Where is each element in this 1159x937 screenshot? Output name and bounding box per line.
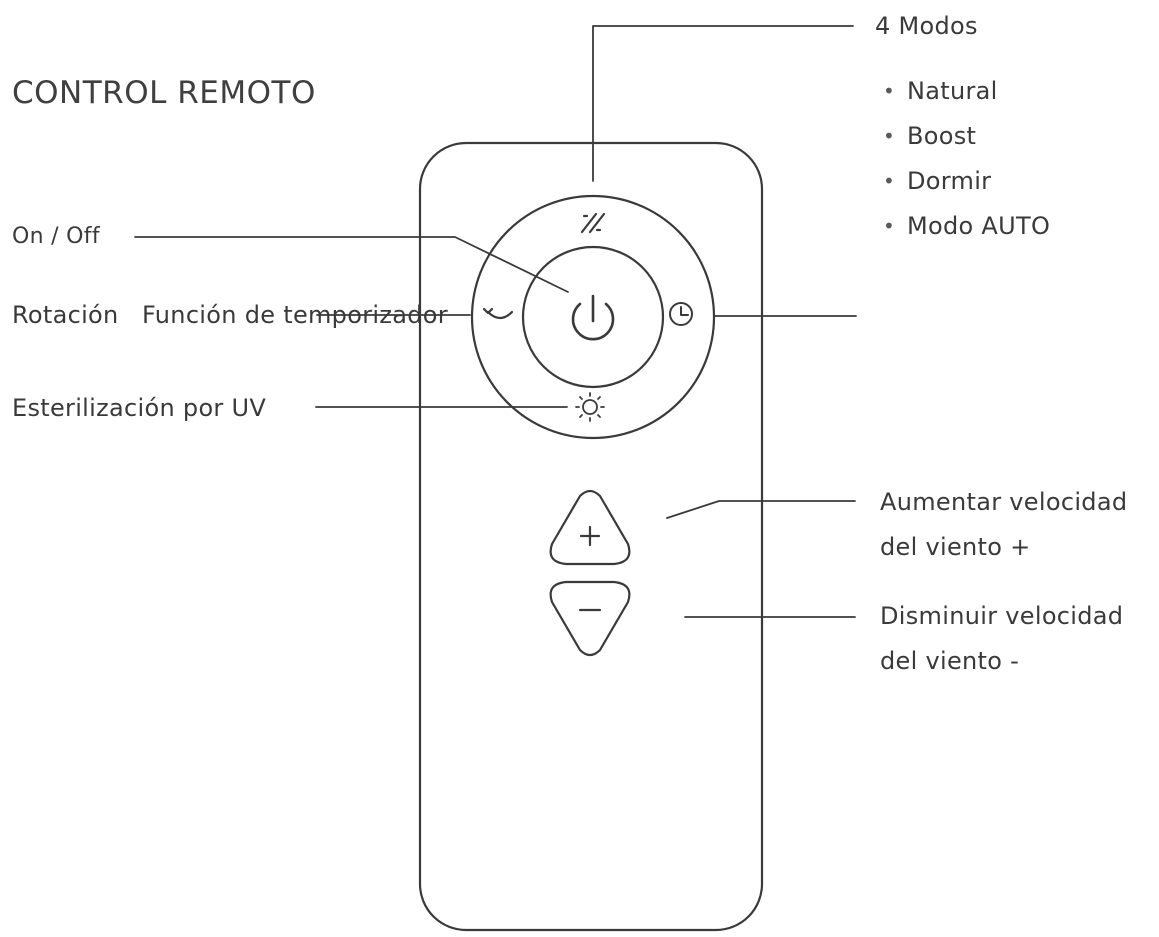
speed-up-button[interactable] <box>549 489 631 566</box>
on-off-label: On / Off <box>12 224 100 249</box>
speed-up-label-line2: del viento + <box>880 533 1031 561</box>
remote-body <box>418 141 764 932</box>
speed-down-label-line2: del viento - <box>880 647 1020 675</box>
uv-sun-icon[interactable] <box>575 392 605 422</box>
speed-down-label-line1: Disminuir velocidad <box>880 602 1124 630</box>
modes-heading: 4 Modos <box>875 12 978 40</box>
power-button[interactable] <box>521 245 665 389</box>
speed-down-button[interactable] <box>549 580 631 657</box>
timer-label: Función de temporizador <box>142 301 448 329</box>
outer-control-ring <box>470 194 716 440</box>
modes-list: Natural Boost Dormir Modo AUTO <box>883 76 1050 256</box>
mode-item: Natural <box>883 76 1050 121</box>
mode-item: Modo AUTO <box>883 211 1050 256</box>
rotation-label: Rotación <box>12 301 119 329</box>
speed-up-label-line1: Aumentar velocidad <box>880 488 1128 516</box>
uv-label: Esterilización por UV <box>12 394 267 422</box>
page-title: CONTROL REMOTO <box>12 75 316 111</box>
mode-icon[interactable] <box>580 212 606 234</box>
rotation-icon[interactable] <box>482 307 514 320</box>
mode-item: Boost <box>883 121 1050 166</box>
leader-modes <box>592 25 854 182</box>
leader-speed-up <box>666 500 856 519</box>
timer-icon[interactable] <box>669 302 693 326</box>
plus-icon <box>579 525 601 547</box>
leader-on-off <box>134 236 569 293</box>
power-icon <box>571 294 615 341</box>
mode-item: Dormir <box>883 166 1050 211</box>
